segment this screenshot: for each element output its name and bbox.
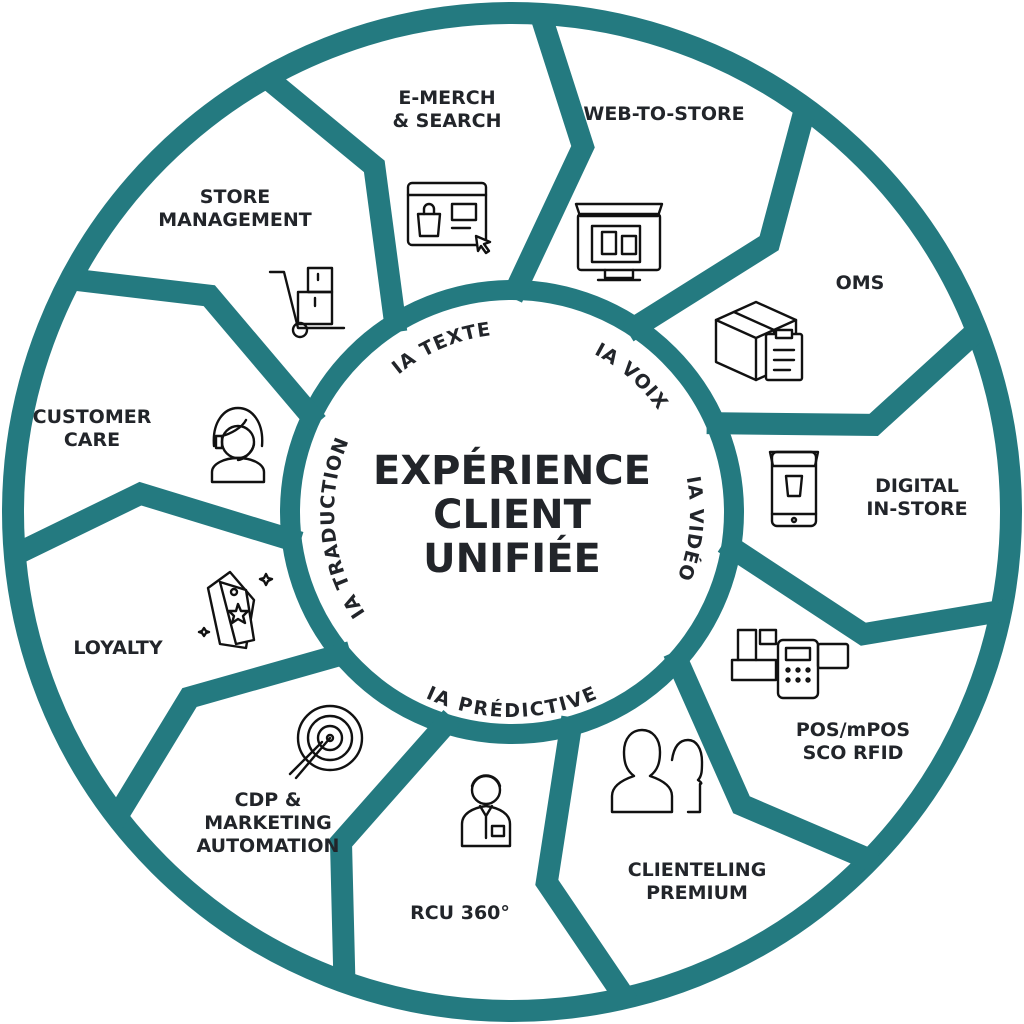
segment-label: OMS — [836, 272, 885, 294]
segment-divider — [706, 318, 990, 436]
segment-label: CUSTOMER — [33, 406, 152, 428]
segment-divider — [621, 99, 818, 342]
segment-label: LOYALTY — [73, 637, 162, 659]
segment-label: & SEARCH — [392, 110, 501, 132]
segment-label: STORE — [200, 186, 270, 208]
segment-customer-care: CUSTOMER CARE — [33, 406, 152, 451]
storefront-monitor-icon — [574, 202, 664, 282]
users-icon — [610, 728, 704, 814]
segment-divider — [663, 647, 881, 873]
segment-label: RCU 360° — [410, 902, 510, 924]
center-title-line2: CLIENT — [433, 492, 592, 538]
segment-clienteling: CLIENTELING PREMIUM — [628, 859, 767, 904]
segment-loyalty: LOYALTY — [73, 637, 162, 659]
segment-divider — [62, 267, 326, 431]
segment-divider — [535, 715, 638, 1010]
businessman-icon — [460, 774, 512, 848]
segment-divider — [104, 641, 354, 829]
segment-label: POS/mPOS — [796, 719, 910, 741]
segment-web-to-store: WEB-TO-STORE — [583, 103, 744, 125]
segment-divider — [502, 4, 595, 303]
segment-e-merch: E-MERCH & SEARCH — [392, 87, 501, 132]
segment-digital-in-store: DIGITAL IN-STORE — [866, 475, 967, 520]
segment-cdp: CDP & MARKETING AUTOMATION — [197, 789, 340, 857]
segment-rcu: RCU 360° — [410, 902, 510, 924]
segment-label: E-MERCH — [398, 87, 495, 109]
segment-oms: OMS — [836, 272, 885, 294]
target-icon — [288, 704, 364, 780]
ai-layer-traduction: IA TRADUCTION — [317, 434, 370, 622]
segment-divider — [4, 481, 304, 568]
segment-label: CLIENTELING — [628, 859, 767, 881]
segment-store-management: STORE MANAGEMENT — [158, 186, 312, 231]
segment-label: WEB-TO-STORE — [583, 103, 744, 125]
segment-label: CDP & — [235, 789, 302, 811]
segment-label: CARE — [64, 429, 120, 451]
segment-pos: POS/mPOS SCO RFID — [796, 719, 910, 764]
segment-divider — [717, 533, 1010, 646]
mobile-store-icon — [768, 450, 820, 528]
ai-layer-video: IA VIDÉO — [673, 474, 708, 584]
cash-register-icon — [730, 628, 850, 700]
segment-divider — [254, 65, 408, 334]
segment-label: IN-STORE — [866, 498, 967, 520]
loyalty-tag-icon — [197, 570, 274, 650]
segment-label: MANAGEMENT — [158, 209, 312, 231]
package-clipboard-icon — [714, 300, 804, 382]
segment-label: SCO RFID — [803, 742, 904, 764]
segment-divider — [329, 710, 460, 989]
segment-dividers — [4, 4, 1010, 1010]
center-title-line1: EXPÉRIENCE — [373, 446, 651, 494]
headset-agent-icon — [210, 406, 266, 484]
segment-label: PREMIUM — [646, 882, 748, 904]
center-title-line3: UNIFIÉE — [423, 534, 601, 582]
segment-label: MARKETING — [204, 812, 331, 834]
segment-label: DIGITAL — [875, 475, 959, 497]
segment-label: AUTOMATION — [197, 835, 340, 857]
browser-shopping-icon — [406, 181, 492, 255]
hand-truck-icon — [268, 266, 346, 339]
